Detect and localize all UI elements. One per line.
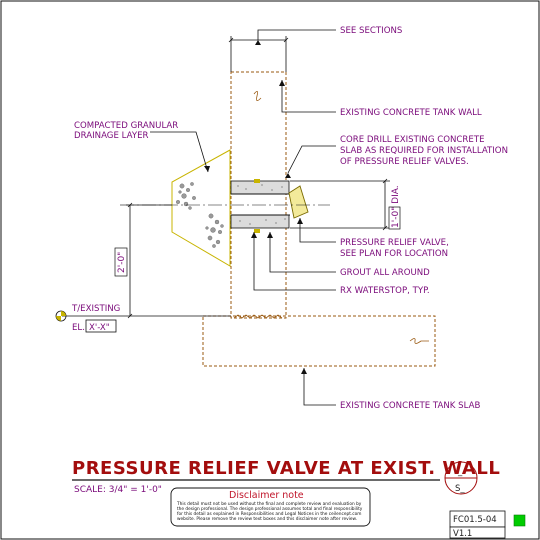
section-bubble: _ S_ [444, 461, 478, 495]
disclaimer-line-3: for this detail as explained in Responsi… [177, 511, 361, 517]
disclaimer-line-2: the design professional. The design prof… [177, 506, 363, 512]
version: V1.1 [453, 529, 472, 539]
waterstop-marker-bottom [254, 229, 260, 233]
label-valve-2: SEE PLAN FOR LOCATION [340, 249, 448, 259]
waterstop [233, 314, 283, 319]
dim-height: 2'-0" [117, 252, 127, 273]
valve-flap [288, 185, 309, 219]
existing-tank-slab [202, 315, 436, 367]
label-waterstop: RX WATERSTOP, TYP. [340, 286, 430, 296]
label-core-drill-2: SLAB AS REQUIRED FOR INSTALLATION [340, 146, 508, 156]
disclaimer-line-1: This detail must not be used without the… [176, 501, 362, 507]
label-existing-wall: EXISTING CONCRETE TANK WALL [340, 108, 482, 118]
slab-break-mark [409, 338, 429, 344]
gravel-fill [176, 182, 224, 248]
disclaimer-line-4: website. Please remove the review text b… [177, 516, 357, 522]
drainage-layer [171, 149, 231, 267]
existing-tank-wall [230, 71, 287, 319]
status-square [513, 514, 526, 527]
section-sheet: S_ [455, 484, 465, 494]
label-drainage-1: COMPACTED GRANULAR [74, 121, 178, 131]
label-el-prefix: EL. [72, 323, 85, 333]
disclaimer-box [170, 487, 371, 527]
grout-stipple [237, 184, 286, 225]
detail-scale: SCALE: 3/4" = 1'-0" [74, 485, 162, 495]
elevation-target-icon [55, 310, 67, 322]
version-cell [449, 526, 506, 539]
label-grout: GROUT ALL AROUND [340, 268, 430, 278]
detail-title: PRESSURE RELIEF VALVE AT EXIST. WALL [72, 458, 500, 479]
waterstop-marker-top [254, 179, 260, 183]
label-core-drill-1: CORE DRILL EXISTING CONCRETE [340, 135, 485, 145]
label-valve-1: PRESSURE RELIEF VALVE, [340, 238, 449, 248]
label-el-value: X'-X" [89, 323, 110, 333]
disclaimer-title: Disclaimer note [229, 490, 304, 501]
label-core-drill-3: OF PRESSURE RELIEF VALVES. [340, 157, 469, 167]
wall-break-mark [253, 91, 262, 101]
dim-dia: 1'-0" DIA. [391, 185, 401, 228]
label-see-sections: SEE SECTIONS [340, 26, 402, 36]
sheet-id: FC01.5-04 [453, 515, 497, 525]
label-t-existing: T/EXISTING [71, 304, 120, 314]
label-existing-slab: EXISTING CONCRETE TANK SLAB [340, 401, 480, 411]
section-number: _ [457, 467, 463, 477]
label-drainage-2: DRAINAGE LAYER [74, 131, 149, 141]
